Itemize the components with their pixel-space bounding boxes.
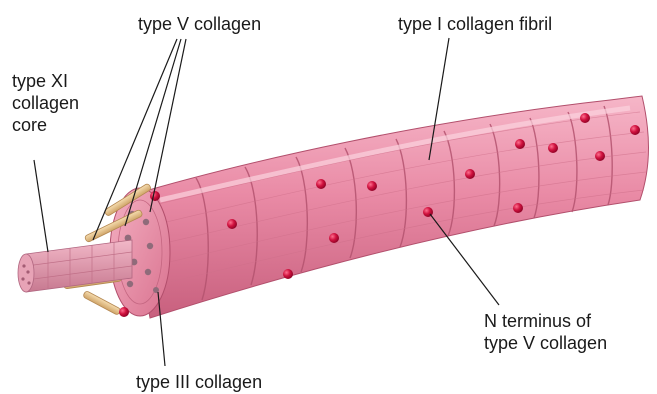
label-type-xi-collagen-core: type XI collagen core [12, 70, 79, 136]
label-text: type III collagen [136, 371, 262, 393]
label-type-iii-collagen: type III collagen [136, 371, 262, 393]
label-n-terminus: N terminus of type V collagen [484, 310, 607, 354]
label-type-v-collagen: type V collagen [138, 13, 261, 35]
label-line: type XI [12, 70, 79, 92]
label-line: collagen [12, 92, 79, 114]
label-line: type V collagen [484, 332, 607, 354]
label-type-i-collagen-fibril: type I collagen fibril [398, 13, 552, 35]
label-line: core [12, 114, 79, 136]
type-i-collagen-fibril [128, 96, 649, 318]
label-line: N terminus of [484, 310, 607, 332]
label-text: type I collagen fibril [398, 13, 552, 35]
label-text: type V collagen [138, 13, 261, 35]
